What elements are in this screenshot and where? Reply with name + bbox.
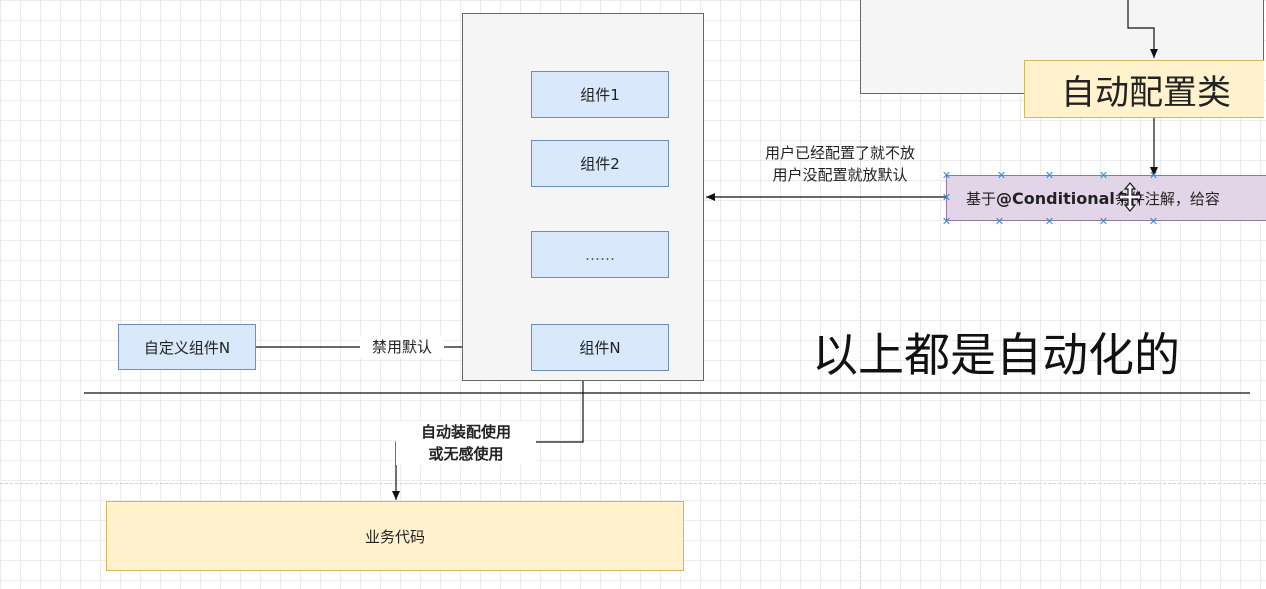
selection-handle-icon[interactable]: ✕: [941, 191, 952, 204]
selection-handle-icon[interactable]: ✕: [1098, 169, 1109, 182]
user-config-line2: 用户没配置就放默认: [772, 166, 908, 184]
auto-config-class[interactable]: 自动配置类: [1024, 60, 1264, 118]
conditional-suffix: 条件注解，给容: [1114, 189, 1220, 208]
component-2[interactable]: 组件2: [531, 140, 669, 187]
selection-handle-icon[interactable]: ✕: [1098, 215, 1109, 228]
selection-handle-icon[interactable]: ✕: [941, 169, 952, 182]
custom-component-n[interactable]: 自定义组件N: [118, 324, 256, 370]
disable-default-label: 禁用默认: [360, 336, 444, 358]
selection-handle-icon[interactable]: ✕: [1044, 169, 1055, 182]
connector-to-auto-config: [1127, 0, 1158, 58]
conditional-prefix: 基于: [966, 189, 997, 208]
selection-handle-icon[interactable]: ✕: [994, 215, 1005, 228]
user-config-label: 用户已经配置了就不放 用户没配置就放默认: [730, 142, 950, 186]
autowire-label: 自动装配使用 或无感使用: [396, 421, 536, 465]
selection-handle-icon[interactable]: ✕: [1044, 215, 1055, 228]
business-code-box[interactable]: 业务代码: [106, 501, 684, 571]
page-boundary-horizontal: [0, 483, 1266, 484]
component-ellipsis[interactable]: ……: [531, 231, 669, 278]
automation-heading: 以上都是自动化的: [812, 328, 1180, 382]
selection-handle-icon[interactable]: ✕: [941, 215, 952, 228]
component-1[interactable]: 组件1: [531, 71, 669, 118]
move-cursor-icon: [1118, 182, 1142, 212]
conditional-keyword: @Conditional: [996, 188, 1115, 208]
selection-handle-icon[interactable]: ✕: [1148, 169, 1159, 182]
autowire-line1: 自动装配使用: [420, 423, 511, 441]
page-boundary-vertical: [860, 0, 861, 589]
component-n[interactable]: 组件N: [531, 324, 669, 371]
selection-handle-icon[interactable]: ✕: [996, 169, 1007, 182]
autowire-line2: 或无感使用: [428, 445, 504, 463]
user-config-line1: 用户已经配置了就不放: [764, 144, 915, 162]
selection-handle-icon[interactable]: ✕: [1148, 215, 1159, 228]
